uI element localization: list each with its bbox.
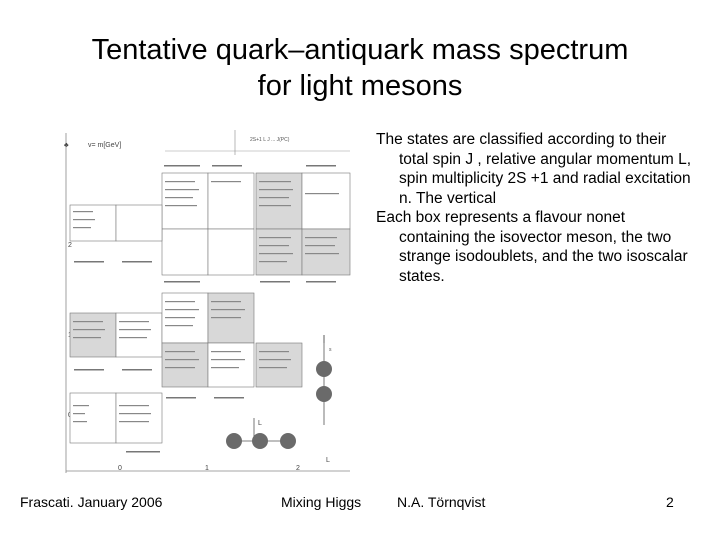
quark-ball-middle	[252, 433, 268, 449]
description: The states are classified according to t…	[376, 130, 696, 286]
svg-text:2S+1 L J ... J(PC): 2S+1 L J ... J(PC)	[250, 137, 290, 143]
quark-orbital-horizontal: L	[226, 418, 296, 449]
nonet-grid-upper	[69, 172, 351, 276]
spin-axis-label: L	[258, 420, 262, 427]
quark-ball-right	[280, 433, 296, 449]
description-paragraph-1: The states are classified according to t…	[376, 131, 692, 207]
x-tick-0: 0	[118, 465, 122, 472]
y-axis-label: v= m[GeV]	[88, 142, 121, 149]
footer-page-number: 2	[666, 494, 674, 510]
meson-spectrum-diagram: ♣ v= m[GeV] 2 1 0 0 1 2 L 2S+1 L J ... J…	[64, 130, 351, 473]
y-tick-2: 2	[68, 242, 72, 249]
x-axis-label: L	[326, 457, 330, 464]
corner-marker: ♣	[64, 142, 69, 149]
title-line-2: for light mesons	[257, 70, 463, 102]
description-paragraph-2: Each box represents a flavour nonet cont…	[376, 209, 688, 285]
nonet-grid-lower	[69, 392, 163, 444]
title-line-1: Tentative quark–antiquark mass spectrum	[91, 34, 629, 66]
nonet-grid-middle	[69, 292, 303, 388]
state-labels	[74, 165, 336, 453]
footer-center: Mixing Higgs	[281, 494, 362, 510]
x-tick-1: 1	[205, 465, 209, 472]
svg-text:s: s	[329, 347, 332, 353]
quark-ball-left	[226, 433, 242, 449]
quark-spin-vertical: s	[316, 335, 332, 425]
meson-spectrum-figure: ♣ v= m[GeV] 2 1 0 0 1 2 L 2S+1 L J ... J…	[50, 125, 360, 480]
x-tick-2: 2	[296, 465, 300, 472]
footer-date: Frascati. January 2006	[20, 494, 163, 510]
box-entries	[73, 181, 339, 423]
quark-ball-top	[316, 361, 332, 377]
slide-title: Tentative quark–antiquark mass spectrum …	[0, 32, 720, 104]
quark-ball-bottom	[316, 386, 332, 402]
footer-author: N.A. Törnqvist	[397, 494, 486, 510]
